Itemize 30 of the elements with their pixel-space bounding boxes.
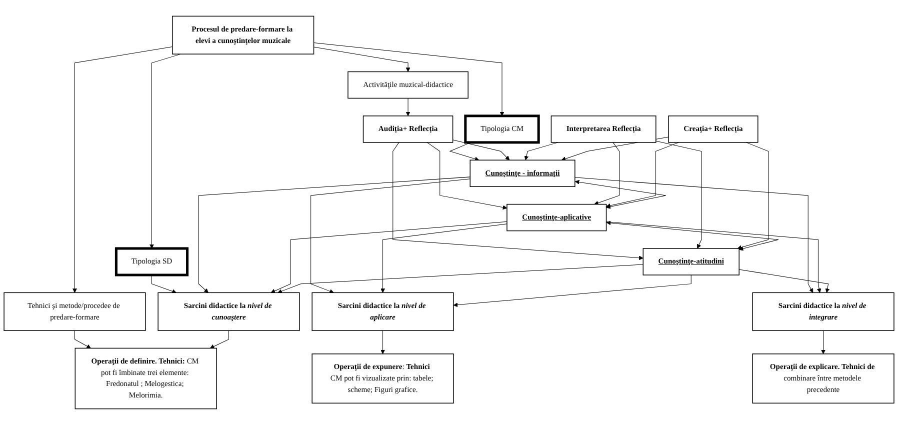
arrow: [574, 180, 666, 209]
arrow: [314, 42, 504, 116]
arrow: [594, 142, 620, 206]
arrow: [449, 142, 480, 162]
arrow: [574, 177, 814, 293]
arrow: [821, 330, 826, 354]
arrow: [524, 142, 558, 160]
arrow: [380, 224, 508, 293]
arrow: [737, 142, 769, 250]
arrow: [606, 220, 779, 251]
arrow: [310, 178, 470, 294]
arrow: [210, 330, 230, 349]
arrow: [72, 46, 173, 293]
arrow: [606, 222, 822, 293]
arrow: [656, 140, 702, 249]
arrow: [426, 142, 508, 210]
arrow: [392, 142, 644, 260]
arrow: [278, 264, 644, 294]
arrow: [74, 330, 91, 348]
arrow: [314, 46, 410, 72]
arrow: [150, 54, 182, 249]
arrow: [606, 142, 679, 208]
arrow: [198, 176, 470, 293]
arrow: [453, 274, 692, 308]
arrow: [406, 98, 410, 116]
arrow: [152, 274, 176, 294]
arrow: [380, 330, 385, 354]
arrow: [452, 140, 510, 160]
arrow: [738, 269, 830, 293]
arrow: [270, 221, 508, 294]
